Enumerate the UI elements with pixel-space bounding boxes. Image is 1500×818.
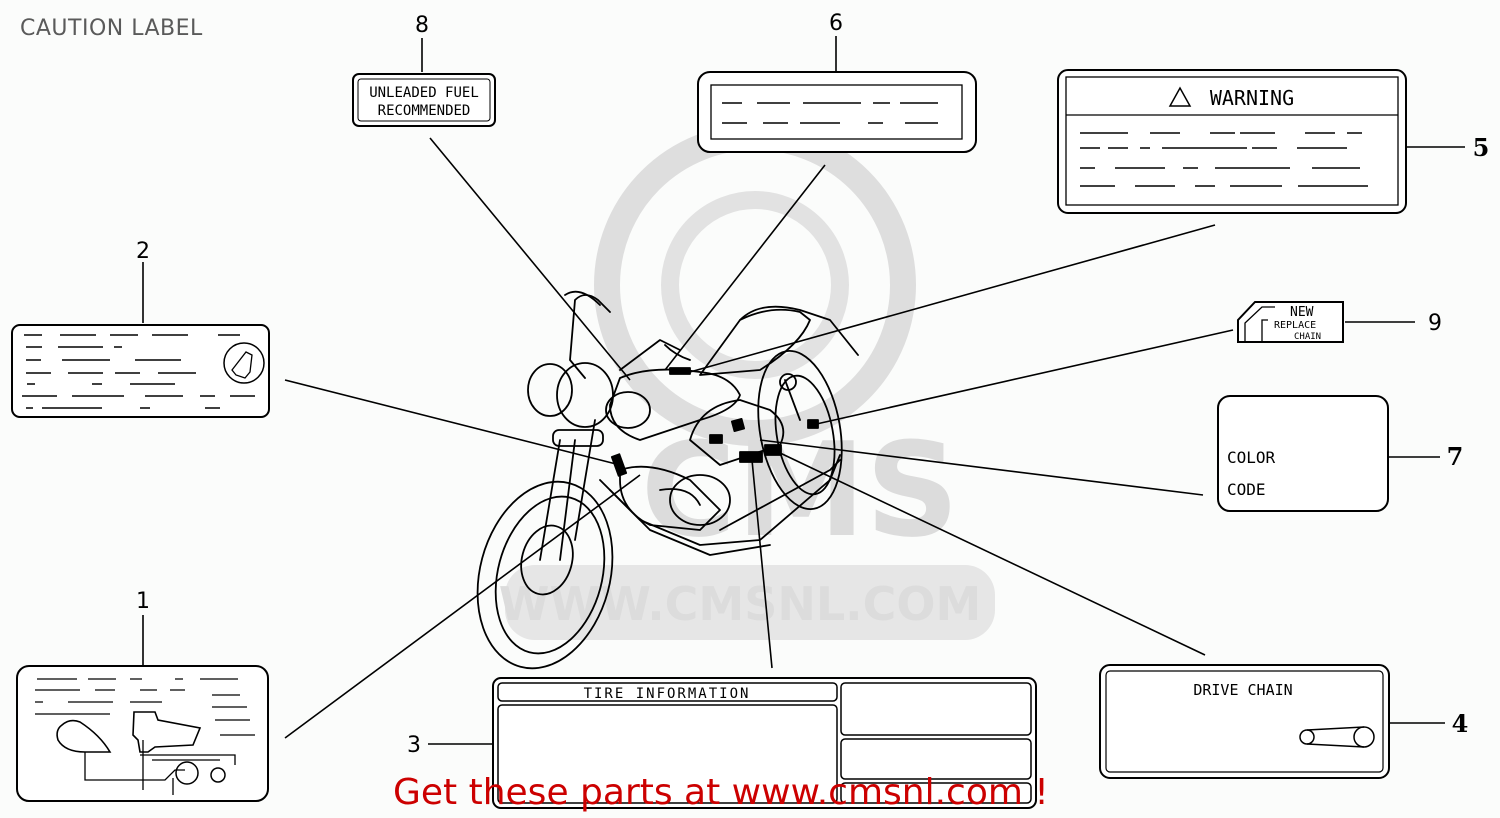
warning-title: WARNING	[1210, 86, 1294, 110]
chain-label-new: NEW	[1290, 305, 1314, 320]
drive-chain-title: DRIVE CHAIN	[1193, 681, 1292, 699]
label-routing-diagram	[16, 665, 269, 802]
chain-sprocket-icon	[1299, 726, 1375, 748]
leader-lines	[142, 36, 1465, 745]
page-title: CAUTION LABEL	[20, 16, 203, 41]
label-6	[697, 71, 977, 153]
color-code-line2: CODE	[1227, 480, 1266, 499]
callout-1: 1	[136, 589, 150, 614]
callout-4: 4	[1452, 709, 1469, 738]
watermark: CMS WWW.CMSNL.COM	[499, 124, 995, 640]
callout-3: 3	[407, 733, 421, 758]
color-code-line1: COLOR	[1227, 448, 1276, 467]
callout-5: 5	[1473, 133, 1490, 162]
callout-9: 9	[1428, 311, 1442, 336]
label-unleaded-fuel: UNLEADED FUEL RECOMMENDED	[352, 73, 496, 127]
chain-label-replace: REPLACE	[1274, 320, 1316, 331]
callout-8: 8	[415, 13, 429, 38]
fuel-label-line1: UNLEADED FUEL	[369, 85, 479, 101]
chain-label-chain: CHAIN	[1294, 332, 1321, 342]
fuel-label-line2: RECOMMENDED	[378, 103, 471, 119]
promo-link[interactable]: Get these parts at www.cmsnl.com !	[393, 772, 1049, 813]
motorcycle-drawing	[476, 290, 859, 670]
warning-triangle-icon	[1168, 86, 1192, 107]
label-drive-chain: DRIVE CHAIN	[1099, 664, 1390, 779]
label-honda-logo	[11, 324, 270, 418]
callout-6: 6	[829, 11, 843, 36]
tire-info-title: TIRE INFORMATION	[584, 686, 751, 702]
label-new-replace-chain: NEW REPLACE CHAIN	[1237, 301, 1344, 343]
label-tire-information: TIRE INFORMATION	[492, 677, 1037, 809]
label-color-code: COLOR CODE	[1217, 395, 1389, 512]
label-warning: WARNING	[1057, 69, 1407, 214]
callout-2: 2	[136, 239, 150, 264]
callout-7: 7	[1447, 442, 1464, 471]
watermark-url-text: WWW.CMSNL.COM	[499, 577, 982, 631]
watermark-logo-text: CMS	[641, 414, 959, 566]
honda-wing-icon	[223, 342, 265, 384]
